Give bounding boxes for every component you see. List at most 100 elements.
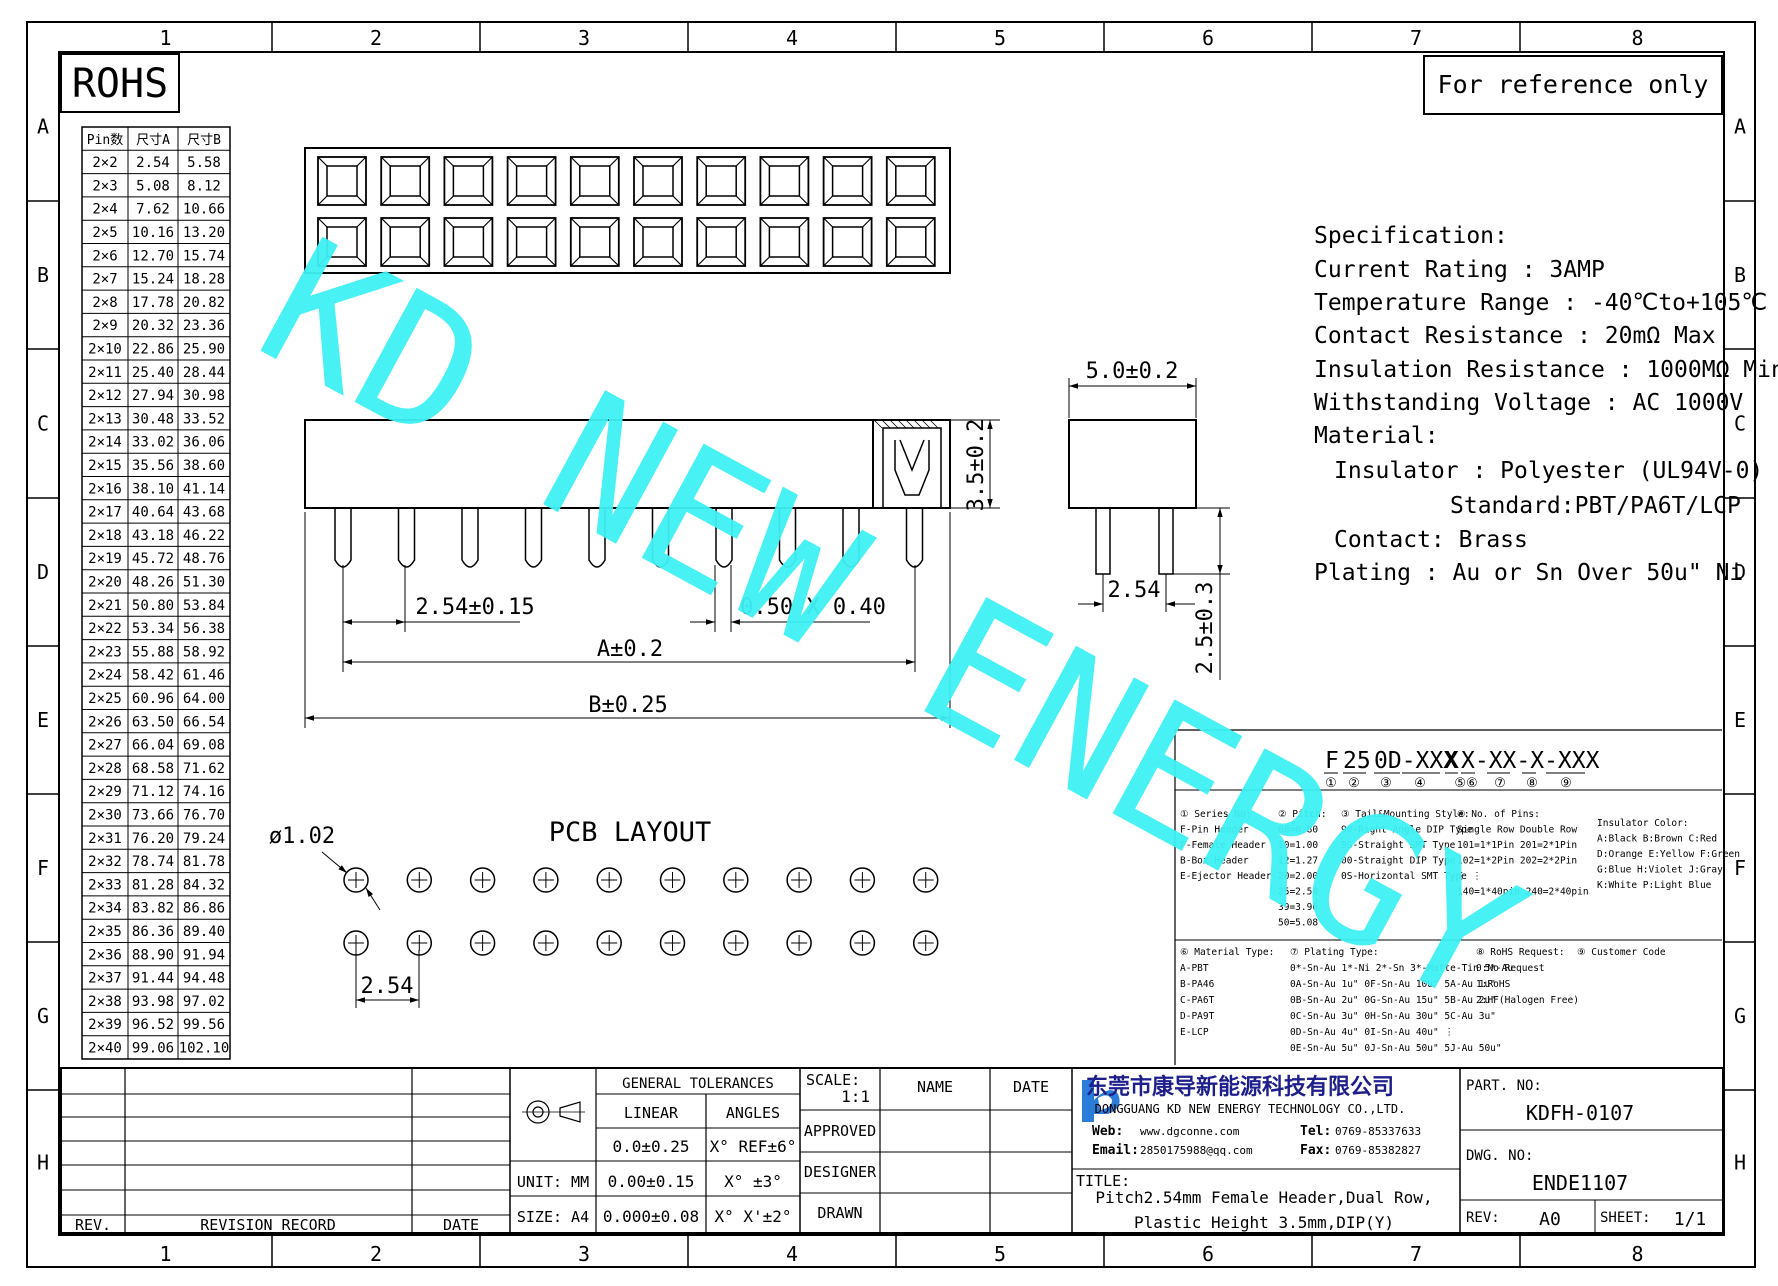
pin-table-cell: 2×29 (88, 784, 122, 800)
contact-corner (317, 256, 328, 267)
contact-corner (317, 217, 328, 228)
rev-label: REV: (1466, 1210, 1500, 1226)
width-dimension-label: 5.0±0.2 (1086, 359, 1179, 384)
legend-text: 39=3.96 (1278, 902, 1318, 913)
company-logo-cutout (1098, 1095, 1112, 1110)
linear-label: LINEAR (624, 1104, 679, 1122)
pin-table-cell: 2×8 (92, 295, 117, 311)
legend-text: E-LCP (1180, 1027, 1209, 1038)
zone-column-label: 7 (1410, 26, 1422, 50)
top-view-contact (633, 217, 683, 267)
pin-table-cell: 53.84 (183, 598, 225, 614)
top-view-contact (633, 156, 683, 206)
contact-corner (356, 217, 367, 228)
specification-line: Material: (1314, 423, 1439, 449)
legend-text: B-Box Header (1180, 856, 1249, 867)
angular-tolerance: X° X'±2° (714, 1207, 791, 1226)
pin-table-cell: 13.20 (183, 225, 225, 241)
legend-text: ① Series No: (1180, 809, 1251, 820)
pin-table-cell: 18.28 (183, 272, 225, 288)
zone-row-label: B (1734, 263, 1746, 287)
pin-table-cell: 86.86 (183, 901, 225, 917)
pin-table-cell: 5.08 (136, 178, 170, 194)
contact-corner (356, 195, 367, 206)
legend-text: 0:No Request (1476, 963, 1545, 974)
pin-table-cell: 58.42 (132, 668, 174, 684)
drawn-label: DRAWN (817, 1204, 862, 1222)
top-view-body (304, 147, 951, 274)
pin-table-cell: 2×33 (88, 877, 122, 893)
pin-table-cell: 2×25 (88, 691, 122, 707)
zone-row-label: H (37, 1151, 49, 1175)
legend-text: 90-Right Angle DIP Type (1341, 825, 1473, 836)
contact-corner (570, 256, 581, 267)
pin-table-cell: 10.16 (132, 225, 174, 241)
pin-table-cell: 38.10 (132, 481, 174, 497)
pin-table-cell: 2×19 (88, 551, 122, 567)
pin-table-cell: 23.36 (183, 318, 225, 334)
contact-corner (482, 217, 493, 228)
pcb-hole (533, 930, 559, 956)
web-value: www.dgconne.com (1140, 1125, 1240, 1138)
angular-tolerance: X° REF±6° (710, 1137, 797, 1156)
pin-table-cell: 2×16 (88, 481, 122, 497)
zone-row-label: A (37, 115, 49, 139)
contact-corner (759, 156, 770, 167)
pcb-hole (596, 867, 622, 893)
zone-column-label: 6 (1202, 26, 1214, 50)
drawing-title-line: Plastic Height 3.5mm,DIP(Y) (1134, 1213, 1394, 1232)
top-view-contact-inner (642, 165, 674, 197)
zone-column-label: 8 (1631, 26, 1643, 50)
part-no-value: KDFH-0107 (1526, 1101, 1634, 1125)
contact-corner (672, 195, 683, 206)
rohs-label: ROHS (72, 61, 168, 107)
specification-line: Insulator : Polyester (UL94V-0) (1334, 458, 1763, 484)
contact-corner (886, 217, 897, 228)
legend-text: ④ No. of Pins: (1457, 809, 1540, 820)
front-view-pin (461, 508, 479, 568)
pin-table-cell: 8.12 (187, 178, 221, 194)
specification-block: Specification:Current Rating : 3AMPTempe… (1314, 223, 1778, 586)
contact-corner (886, 195, 897, 206)
pin-table-cell: 2×36 (88, 947, 122, 963)
legend-text: ② Pitch: (1278, 809, 1327, 820)
pin-table-cell: 46.22 (183, 528, 225, 544)
zone-row-label: C (37, 412, 49, 436)
pin-table-cell: 2×40 (88, 1040, 122, 1056)
revision-header: REV. (75, 1216, 111, 1234)
pin-table-cell: 28.44 (183, 365, 225, 381)
pin-table-cell: 20.82 (183, 295, 225, 311)
top-view-contact (569, 156, 620, 206)
rev-value: A0 (1539, 1209, 1561, 1230)
pin-table-cell: 2×26 (88, 714, 122, 730)
pin-table-cell: 2×38 (88, 994, 122, 1010)
specification-line: Plating : Au or Sn Over 50u" Ni (1314, 560, 1743, 586)
pin-table-cell: 2×27 (88, 738, 122, 754)
contact-corner (570, 156, 581, 167)
pin-table-cell: 60.96 (132, 691, 174, 707)
contact-corner (507, 217, 518, 228)
pcb-hole (786, 867, 812, 893)
designer-label: DESIGNER (804, 1163, 877, 1181)
pin-table-cell: 96.52 (132, 1017, 174, 1033)
top-view-contact-inner (579, 226, 611, 258)
zone-row-label: F (1734, 856, 1746, 880)
angular-tolerance: X° ±3° (724, 1172, 782, 1191)
top-view (304, 147, 951, 274)
pin-table-cell: 25.40 (132, 365, 174, 381)
sheet-label: SHEET: (1600, 1210, 1651, 1226)
legend-text: 0D-Sn-Au 4u" 0I-Sn-Au 40u" ⋮ (1290, 1027, 1454, 1038)
zone-column-label: 6 (1202, 1242, 1214, 1266)
rohs-mark: ROHS (60, 53, 180, 113)
hatch (881, 419, 891, 429)
pin-table-cell: 66.54 (183, 714, 225, 730)
pin-table-cell: 2×9 (92, 318, 117, 334)
linear-tolerance: 0.000±0.08 (603, 1207, 699, 1226)
top-view-contact-inner (389, 226, 421, 258)
top-view-contact-inner (452, 226, 485, 258)
top-view-contact-inner (831, 226, 864, 258)
pin-table-cell: 2×4 (92, 202, 117, 218)
pin-table-cell: 2×22 (88, 621, 122, 637)
pin-table-cell: 84.32 (183, 877, 225, 893)
